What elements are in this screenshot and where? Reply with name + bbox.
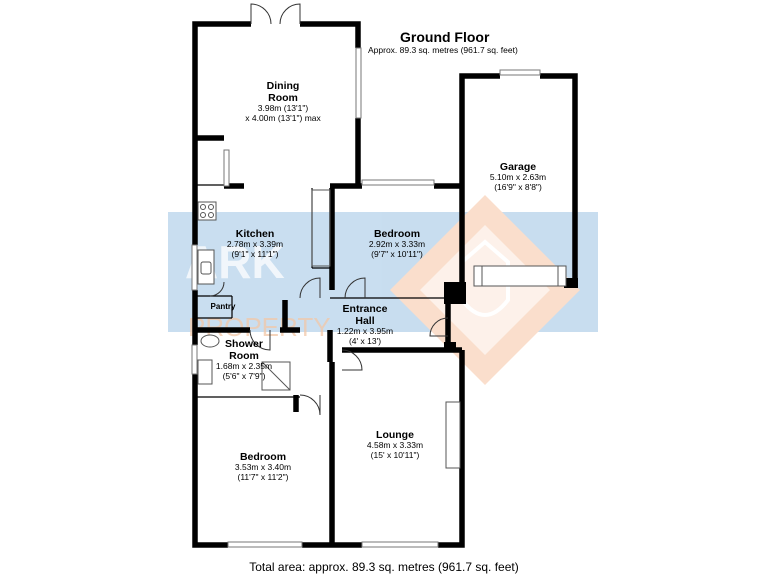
room-dim-garage-imperial: (16'9" x 8'8") xyxy=(494,181,542,192)
floor-title: Ground Floor xyxy=(400,29,490,45)
door-bedroom1 xyxy=(344,277,366,299)
room-dim-shower-metric: 1.68m x 2.35m xyxy=(215,361,273,372)
room-dim-garage-metric: 5.10m x 2.63m xyxy=(489,172,547,183)
door-shower xyxy=(249,329,271,351)
room-dim-hall-metric: 1.22m x 3.95m xyxy=(336,326,394,337)
window-lounge xyxy=(361,541,439,548)
room-label-shower: Shower Room 1.68m x 2.35m (5'6" x 7'9") xyxy=(204,338,284,382)
room-label-kitchen: Kitchen 2.78m x 3.39m (9'1" x 11'1") xyxy=(200,228,310,260)
window-dining xyxy=(355,47,362,119)
room-label-hall: Entrance Hall 1.22m x 3.95m (4' x 13') xyxy=(325,303,405,347)
room-dim-dining-line2: x 4.00m (13'1") max xyxy=(245,112,321,123)
basin-icon xyxy=(197,359,213,385)
room-name-bedroom1: Bedroom xyxy=(373,228,421,240)
room-name-hall-line1: Entrance xyxy=(342,303,388,315)
window-dining-side xyxy=(223,149,230,187)
watermark-diamond xyxy=(390,195,580,385)
door-pantry xyxy=(209,281,225,297)
room-name-pantry: Pantry xyxy=(210,302,236,311)
total-area: Total area: approx. 89.3 sq. metres (961… xyxy=(249,560,519,574)
room-label-garage: Garage 5.10m x 2.63m (16'9" x 8'8") xyxy=(463,161,573,193)
room-name-lounge: Lounge xyxy=(376,429,414,441)
door-french-left xyxy=(250,3,272,25)
room-name-hall-line2: Hall xyxy=(355,315,375,328)
room-dim-bedroom2-imperial: (11'7" x 11'2") xyxy=(237,471,289,482)
room-name-shower-line2: Room xyxy=(229,350,259,363)
window-bedroom2 xyxy=(227,541,303,548)
window-kitchen xyxy=(191,244,198,291)
room-label-bedroom2: Bedroom 3.53m x 3.40m (11'7" x 11'2") xyxy=(208,451,318,483)
cupboard-icon xyxy=(311,189,331,267)
watermark-diamond-inner xyxy=(420,225,550,355)
room-dim-kitchen-imperial: (9'1" x 11'1") xyxy=(231,248,279,259)
door-french-right xyxy=(279,3,301,25)
room-dim-bedroom2-metric: 3.53m x 3.40m xyxy=(234,462,292,473)
room-dim-dining-line1: 3.98m (13'1") xyxy=(257,103,309,114)
toilet-icon xyxy=(200,334,220,348)
room-dim-hall-imperial: (4' x 13') xyxy=(348,335,382,346)
room-name-garage: Garage xyxy=(499,161,537,173)
hob-icon xyxy=(197,201,217,221)
room-dim-lounge-imperial: (15' x 10'11") xyxy=(370,449,420,460)
wall-blocks xyxy=(444,278,578,352)
room-dim-kitchen-metric: 2.78m x 3.39m xyxy=(226,239,284,250)
room-dim-bedroom1-imperial: (9'7" x 10'11") xyxy=(371,248,423,259)
room-name-dining-line1: Dining xyxy=(266,80,300,92)
room-label-lounge: Lounge 4.58m x 3.33m (15' x 10'11") xyxy=(340,429,450,461)
window-shower xyxy=(191,344,198,375)
door-kitchen xyxy=(299,277,321,299)
room-name-bedroom2: Bedroom xyxy=(239,451,287,463)
door-bedroom2 xyxy=(299,394,321,416)
doors xyxy=(209,3,449,416)
room-name-shower-line1: Shower xyxy=(225,338,263,350)
window-bedroom1 xyxy=(361,179,435,186)
room-dim-bedroom1-metric: 2.92m x 3.33m xyxy=(368,239,426,250)
opening-kitchen xyxy=(244,183,330,188)
fixtures xyxy=(197,189,567,469)
room-dim-shower-imperial: (5'6" x 7'9") xyxy=(222,370,266,381)
walls xyxy=(192,21,578,548)
garage-door-icon xyxy=(473,265,567,287)
window-garage xyxy=(499,69,541,76)
room-label-bedroom1: Bedroom 2.92m x 3.33m (9'7" x 10'11") xyxy=(342,228,452,260)
door-lounge xyxy=(341,349,363,371)
room-name-kitchen: Kitchen xyxy=(235,228,275,240)
fireplace-icon xyxy=(445,401,461,469)
room-label-dining: Dining Room 3.98m (13'1") x 4.00m (13'1"… xyxy=(228,80,338,124)
door-front xyxy=(429,317,449,337)
room-name-dining-line2: Room xyxy=(268,92,298,105)
windows xyxy=(191,47,541,548)
room-dim-lounge-metric: 4.58m x 3.33m xyxy=(366,440,424,451)
floor-area: Approx. 89.3 sq. metres (961.7 sq. feet) xyxy=(368,45,518,55)
